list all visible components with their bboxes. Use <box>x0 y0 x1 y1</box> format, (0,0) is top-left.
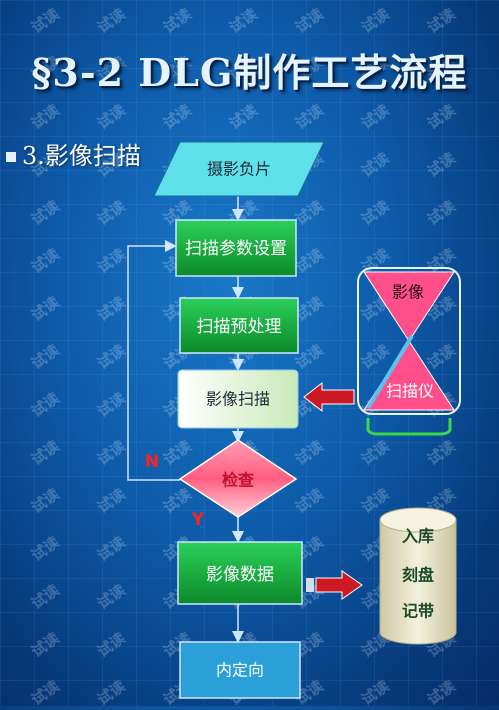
scanner-bottom-label: 扫描仪 <box>386 382 434 401</box>
check-decision-shape <box>178 439 298 518</box>
storage-line3: 记带 <box>402 602 434 621</box>
scan-params-box <box>175 219 297 277</box>
scan-preprocess-box <box>179 297 299 354</box>
connector-lines <box>127 196 244 643</box>
page-title: §3-2 DLG制作工艺流程 <box>31 50 468 95</box>
no-branch-label: N <box>145 452 159 472</box>
storage-line1: 入库 <box>402 527 434 546</box>
scan-preprocess-label: 扫描预处理 <box>197 317 282 337</box>
image-data-label: 影像数据 <box>206 565 274 585</box>
scanner-device <box>357 267 461 436</box>
bullet-icon <box>6 152 16 162</box>
scanner-top-label: 影像 <box>392 283 424 302</box>
negative-input-shape <box>153 141 325 197</box>
storage-arrow-icon <box>306 570 363 600</box>
interior-orientation-box <box>179 641 301 699</box>
interior-orientation-label: 内定向 <box>216 661 264 680</box>
check-decision-label: 检查 <box>222 471 254 490</box>
storage-cylinder <box>379 507 457 645</box>
scanner-arrow-icon <box>303 381 355 413</box>
image-scan-label: 影像扫描 <box>206 390 270 409</box>
negative-input-label: 摄影负片 <box>207 160 271 179</box>
image-scan-box <box>177 369 299 429</box>
yes-branch-label: Y <box>191 510 205 530</box>
section-label: 影像扫描 <box>44 142 141 170</box>
image-data-box <box>177 541 303 605</box>
section-number: 3. <box>22 142 45 170</box>
scan-params-label: 扫描参数设置 <box>185 239 287 259</box>
storage-line2: 刻盘 <box>402 566 434 585</box>
section-heading: 3.影像扫描 <box>22 136 141 171</box>
